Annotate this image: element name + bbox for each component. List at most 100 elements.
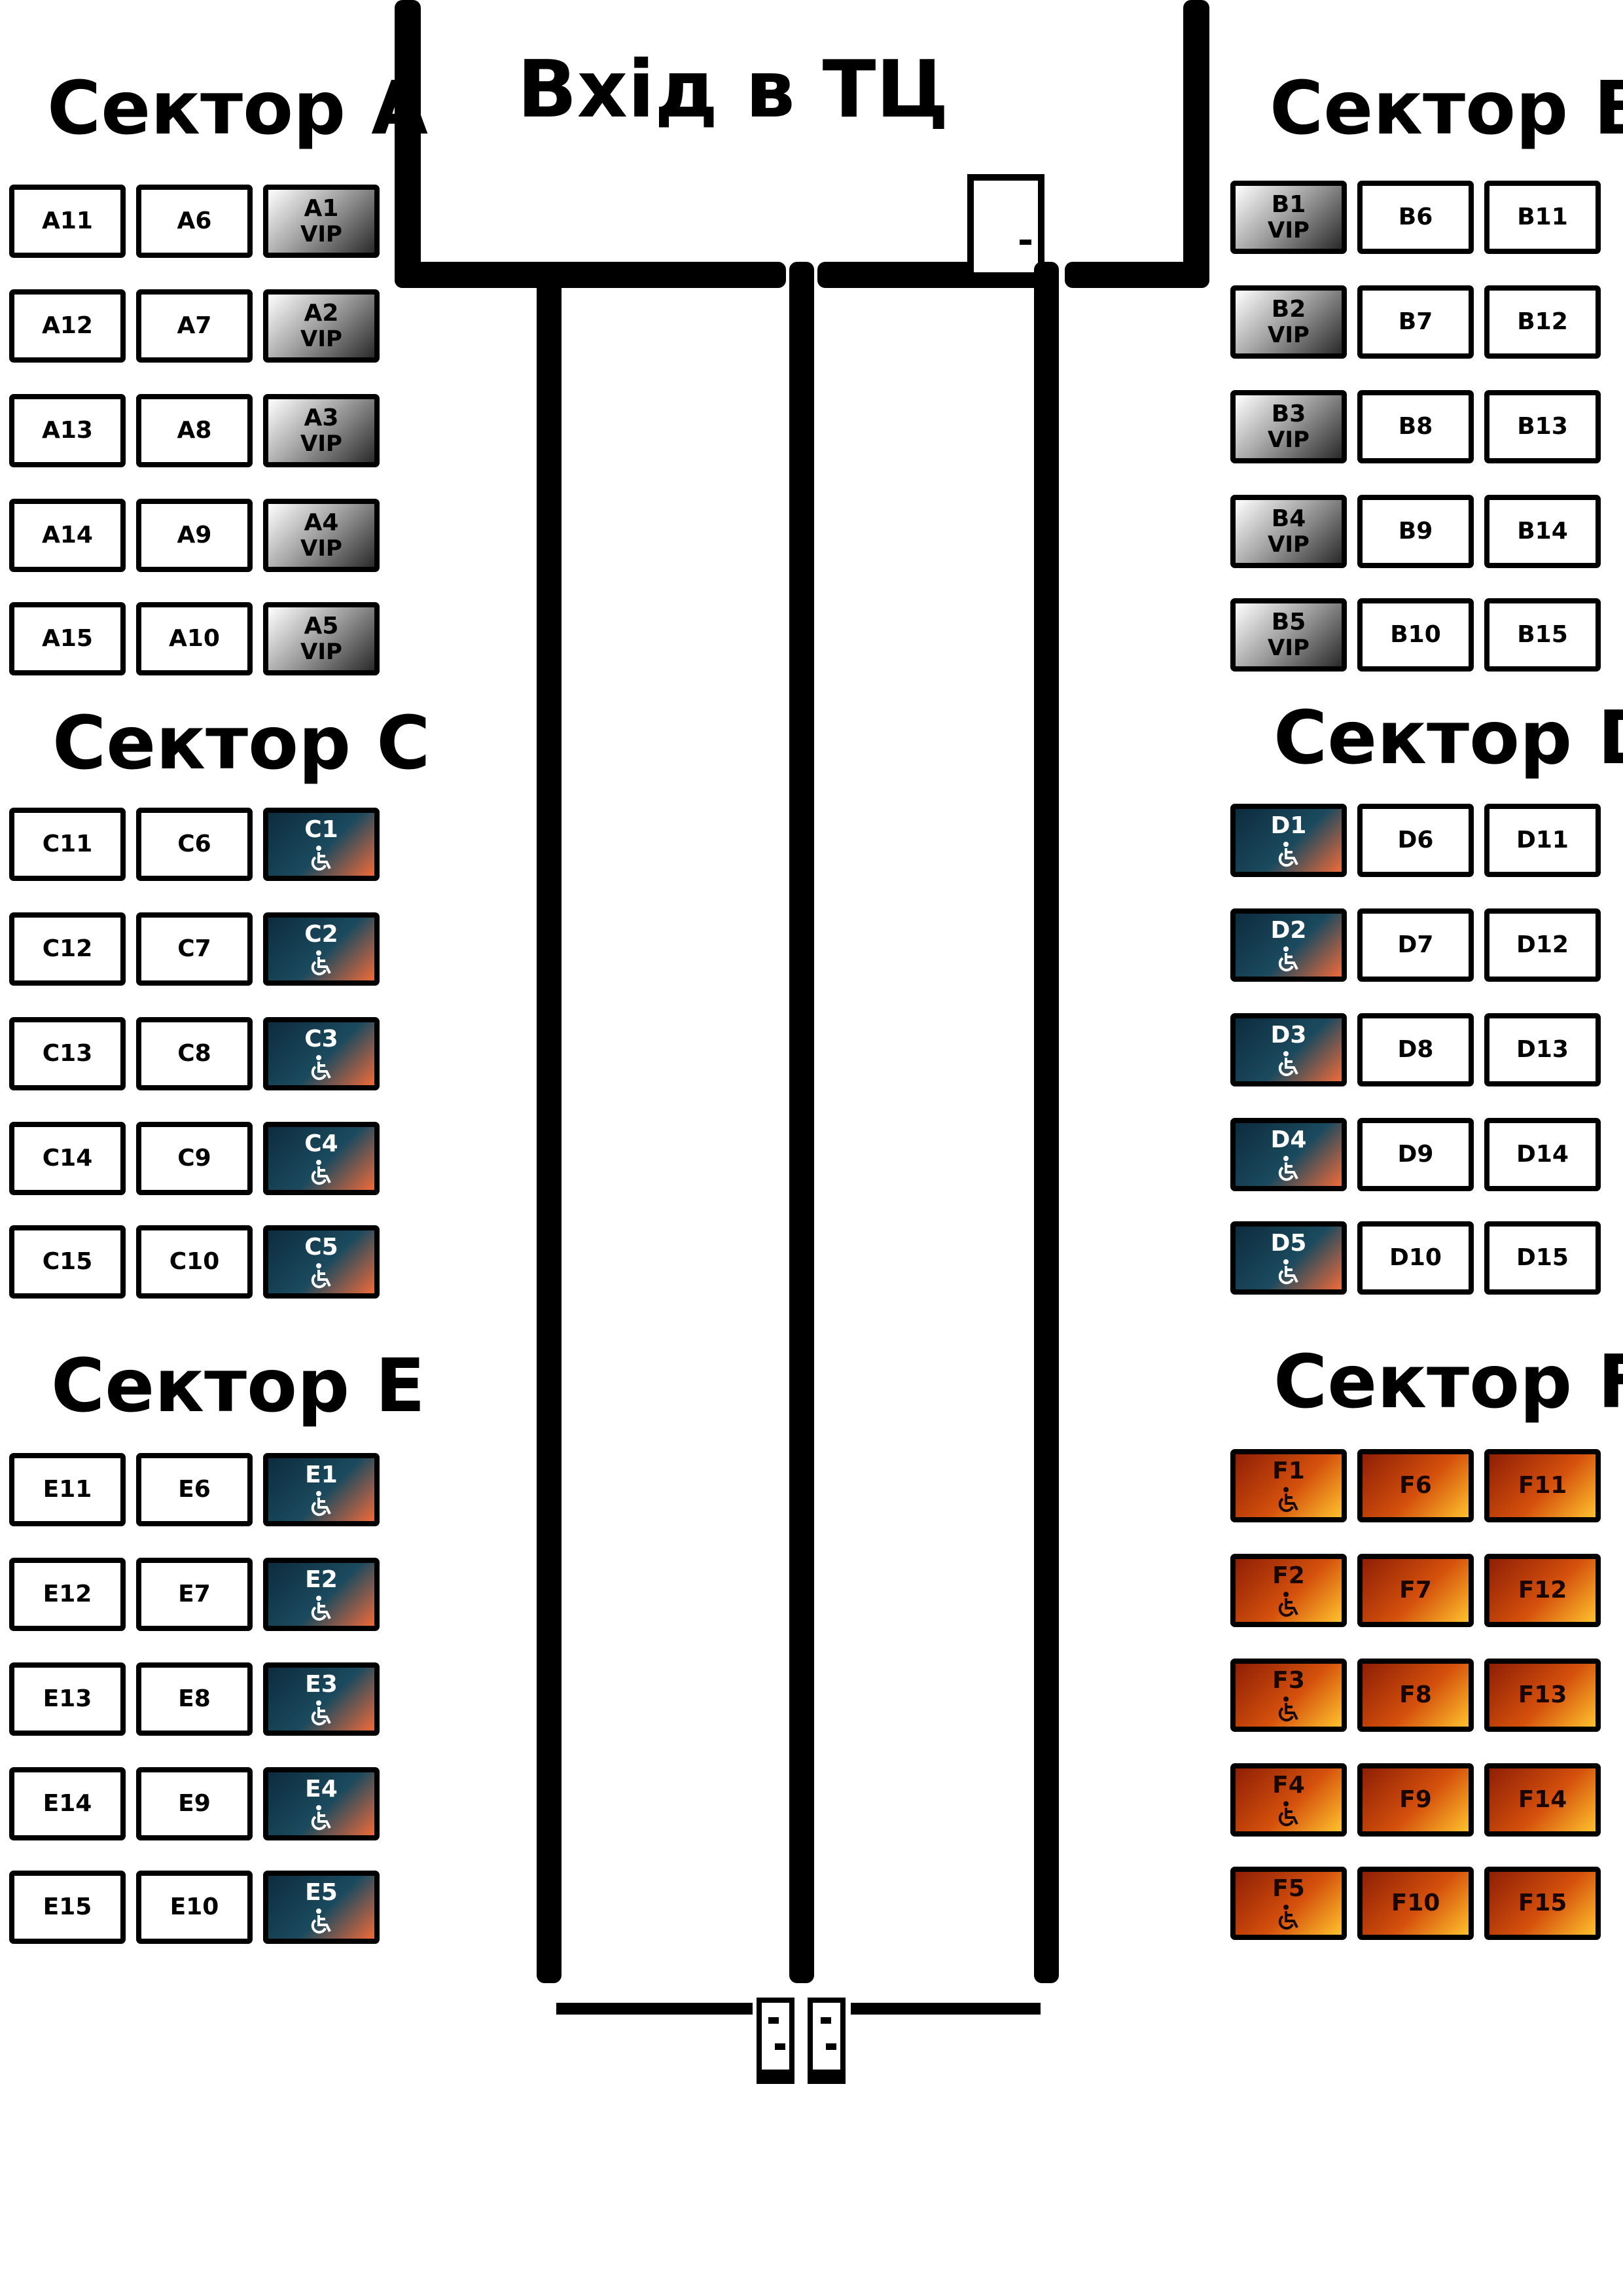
spot-c6[interactable]: C6 [136, 808, 253, 881]
spot-f13[interactable]: F13 [1484, 1659, 1601, 1732]
spot-c1[interactable]: C1 [263, 808, 380, 881]
spot-d12[interactable]: D12 [1484, 908, 1601, 982]
spot-d13[interactable]: D13 [1484, 1013, 1601, 1086]
spot-d6[interactable]: D6 [1357, 804, 1474, 877]
spot-e13[interactable]: E13 [9, 1662, 126, 1736]
spot-d15[interactable]: D15 [1484, 1221, 1601, 1295]
spot-c4[interactable]: C4 [263, 1122, 380, 1195]
spot-b13[interactable]: B13 [1484, 390, 1601, 463]
spot-d8[interactable]: D8 [1357, 1013, 1474, 1086]
spot-f6[interactable]: F6 [1357, 1449, 1474, 1522]
spot-f1[interactable]: F1 [1230, 1449, 1347, 1522]
entrance-door[interactable] [967, 174, 1044, 279]
spot-a9[interactable]: A9 [136, 499, 253, 572]
spot-label: C6 [177, 831, 211, 858]
spot-a7[interactable]: A7 [136, 289, 253, 363]
spot-f5[interactable]: F5 [1230, 1867, 1347, 1940]
spot-label: F5 [1272, 1875, 1305, 1903]
spot-c15[interactable]: C15 [9, 1225, 126, 1299]
spot-f4[interactable]: F4 [1230, 1763, 1347, 1837]
spot-a12[interactable]: A12 [9, 289, 126, 363]
spot-e2[interactable]: E2 [263, 1558, 380, 1631]
spot-c3[interactable]: C3 [263, 1017, 380, 1090]
spot-e5[interactable]: E5 [263, 1871, 380, 1944]
spot-f14[interactable]: F14 [1484, 1763, 1601, 1837]
spot-d4[interactable]: D4 [1230, 1118, 1347, 1191]
spot-f7[interactable]: F7 [1357, 1554, 1474, 1627]
spot-c12[interactable]: C12 [9, 912, 126, 986]
spot-c7[interactable]: C7 [136, 912, 253, 986]
spot-a13[interactable]: A13 [9, 394, 126, 467]
spot-b10[interactable]: B10 [1357, 598, 1474, 672]
spot-d9[interactable]: D9 [1357, 1118, 1474, 1191]
spot-b12[interactable]: B12 [1484, 285, 1601, 359]
spot-f10[interactable]: F10 [1357, 1867, 1474, 1940]
spot-d10[interactable]: D10 [1357, 1221, 1474, 1295]
spot-e6[interactable]: E6 [136, 1453, 253, 1526]
spot-e15[interactable]: E15 [9, 1871, 126, 1944]
spot-b8[interactable]: B8 [1357, 390, 1474, 463]
wheelchair-icon [311, 1159, 331, 1185]
spot-d3[interactable]: D3 [1230, 1013, 1347, 1086]
spot-d14[interactable]: D14 [1484, 1118, 1601, 1191]
spot-e4[interactable]: E4 [263, 1767, 380, 1840]
spot-b9[interactable]: B9 [1357, 495, 1474, 568]
spot-d1[interactable]: D1 [1230, 804, 1347, 877]
spot-a10[interactable]: A10 [136, 602, 253, 675]
spot-c5[interactable]: C5 [263, 1225, 380, 1299]
spot-e14[interactable]: E14 [9, 1767, 126, 1840]
spot-d5[interactable]: D5 [1230, 1221, 1347, 1295]
spot-a14[interactable]: A14 [9, 499, 126, 572]
spot-e3[interactable]: E3 [263, 1662, 380, 1736]
spot-e10[interactable]: E10 [136, 1871, 253, 1944]
spot-d2[interactable]: D2 [1230, 908, 1347, 982]
spot-e12[interactable]: E12 [9, 1558, 126, 1631]
spot-f3[interactable]: F3 [1230, 1659, 1347, 1732]
spot-c13[interactable]: C13 [9, 1017, 126, 1090]
spot-f9[interactable]: F9 [1357, 1763, 1474, 1837]
spot-d7[interactable]: D7 [1357, 908, 1474, 982]
sector-a-title: Сектор A [47, 66, 428, 151]
spot-f2[interactable]: F2 [1230, 1554, 1347, 1627]
turnstile-icon[interactable] [808, 1998, 846, 2084]
spot-a8[interactable]: A8 [136, 394, 253, 467]
spot-c10[interactable]: C10 [136, 1225, 253, 1299]
spot-e9[interactable]: E9 [136, 1767, 253, 1840]
spot-c11[interactable]: C11 [9, 808, 126, 881]
spot-f11[interactable]: F11 [1484, 1449, 1601, 1522]
spot-b15[interactable]: B15 [1484, 598, 1601, 672]
spot-a11[interactable]: A11 [9, 185, 126, 258]
spot-a6[interactable]: A6 [136, 185, 253, 258]
entrance-wall-left [395, 0, 421, 288]
spot-c8[interactable]: C8 [136, 1017, 253, 1090]
spot-b14[interactable]: B14 [1484, 495, 1601, 568]
spot-f8[interactable]: F8 [1357, 1659, 1474, 1732]
turnstile-icon[interactable] [757, 1998, 794, 2084]
spot-e8[interactable]: E8 [136, 1662, 253, 1736]
spot-e1[interactable]: E1 [263, 1453, 380, 1526]
spot-a15[interactable]: A15 [9, 602, 126, 675]
spot-label: D7 [1397, 931, 1434, 959]
spot-c9[interactable]: C9 [136, 1122, 253, 1195]
spot-e11[interactable]: E11 [9, 1453, 126, 1526]
spot-label: F15 [1518, 1890, 1567, 1917]
spot-d11[interactable]: D11 [1484, 804, 1601, 877]
spot-b11[interactable]: B11 [1484, 181, 1601, 254]
spot-c2[interactable]: C2 [263, 912, 380, 986]
spot-c14[interactable]: C14 [9, 1122, 126, 1195]
spot-f12[interactable]: F12 [1484, 1554, 1601, 1627]
spot-e7[interactable]: E7 [136, 1558, 253, 1631]
spot-b7[interactable]: B7 [1357, 285, 1474, 359]
spot-f15[interactable]: F15 [1484, 1867, 1601, 1940]
spot-b6[interactable]: B6 [1357, 181, 1474, 254]
